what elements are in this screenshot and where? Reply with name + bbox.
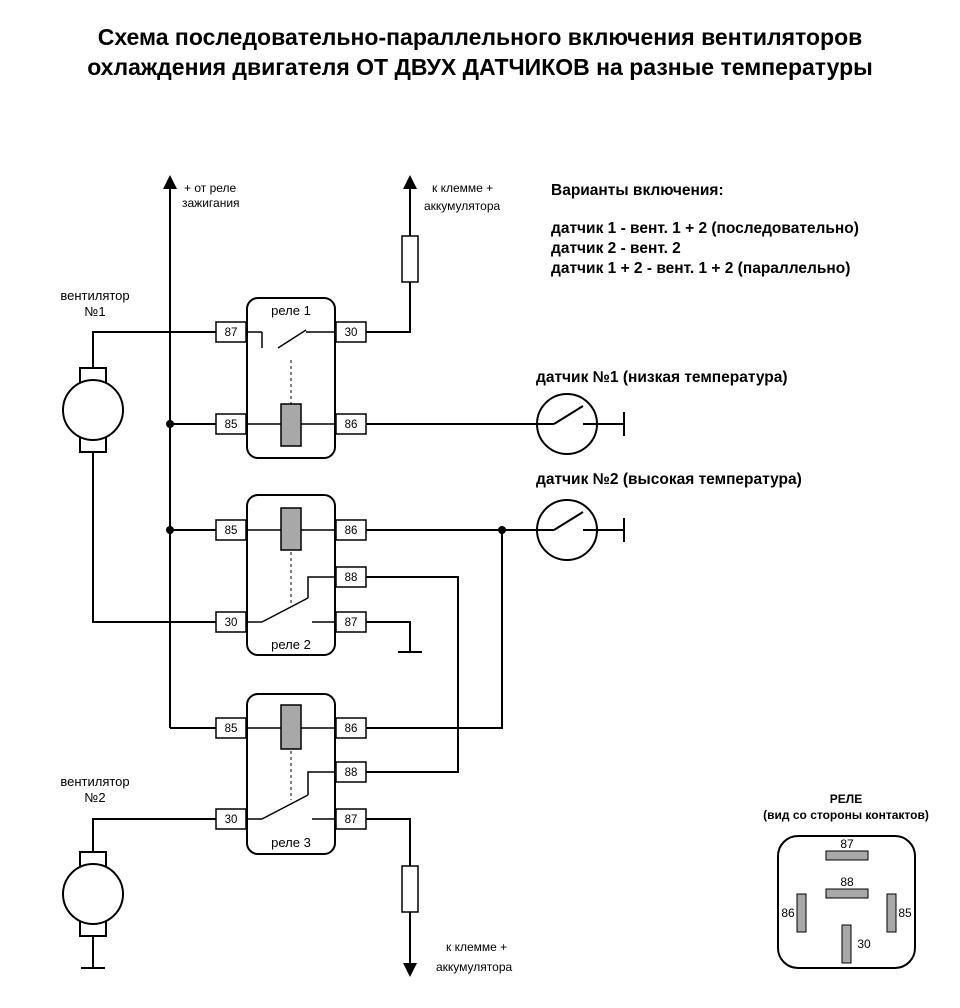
relay3-pin-85: 85 [225, 723, 238, 735]
fan2-motor-icon [62, 851, 124, 937]
relay-1: реле 1 87 30 85 86 [215, 297, 367, 459]
relay2-coil [280, 507, 302, 551]
pinout-slot-85 [886, 893, 897, 933]
pinout-body [777, 835, 916, 969]
wire-fan1-relay1-87 [92, 331, 216, 368]
junction-dot [166, 420, 174, 428]
relay3-pin-86: 86 [345, 723, 358, 735]
pinout-title: РЕЛЕ [830, 792, 862, 806]
relay-2: реле 2 85 86 88 30 87 [215, 494, 367, 656]
battery-top-label-line2: аккумулятора [424, 199, 501, 213]
pinout-label-87: 87 [840, 837, 854, 851]
relay2-pin-87: 87 [345, 617, 358, 629]
relay2-label: реле 2 [271, 637, 311, 652]
relay1-coil [280, 403, 302, 447]
fan1-label-line1: вентилятор [60, 288, 129, 303]
wires [81, 175, 625, 977]
relay1-pin-86: 86 [345, 419, 358, 431]
wire-relay1-30-fuse [366, 282, 411, 333]
relay3-pin-87: 87 [345, 814, 358, 826]
diagram-title: Схема последовательно-параллельного вклю… [0, 22, 960, 82]
relay2-pin-85: 85 [225, 525, 238, 537]
fuse-bottom-icon [401, 865, 419, 913]
fan2-label-line1: вентилятор [60, 774, 129, 789]
title-line-2: охлаждения двигателя ОТ ДВУХ ДАТЧИКОВ на… [87, 54, 873, 80]
pinout-subtitle: (вид со стороны контактов) [763, 808, 929, 822]
battery-top-label-line1: к клемме + [432, 181, 493, 195]
relay-3: реле 3 85 86 88 30 87 [215, 693, 367, 855]
relay3-label: реле 3 [271, 835, 311, 850]
wire-relay2-88-relay3-88 [366, 576, 459, 773]
pinout-label-88: 88 [840, 875, 854, 889]
fuse-top-icon [401, 235, 419, 283]
wire-relay3-86-sensor2 [366, 530, 503, 729]
battery-bottom-label-line1: к клемме + [446, 940, 507, 954]
junction-dot [166, 526, 174, 534]
wire-relay2-87-ground [366, 621, 411, 652]
variants-heading: Варианты включения: [551, 182, 724, 199]
fan1-label-line2: №1 [84, 304, 105, 319]
relay3-pin-88: 88 [345, 767, 358, 779]
pinout-slot-87 [825, 850, 869, 861]
ignition-label-line1: + от реле [184, 181, 237, 195]
relay1-label: реле 1 [271, 303, 311, 318]
variant-item: датчик 1 - вент. 1 + 2 (последовательно) [551, 220, 859, 237]
relay3-coil [280, 704, 302, 750]
sensor1-switch-icon [536, 393, 598, 455]
battery-bottom-label-line2: аккумулятора [436, 960, 513, 974]
pinout-label-85: 85 [898, 906, 912, 920]
pinout-slot-88 [825, 888, 869, 899]
junction-dot [498, 526, 506, 534]
sensor1-label: датчик №1 (низкая температура) [536, 369, 788, 386]
relay1-pin-30: 30 [345, 327, 358, 339]
pinout-slot-86 [796, 893, 807, 933]
fan1-motor-icon [62, 367, 124, 453]
ignition-label-line2: зажигания [182, 196, 240, 210]
fan2-label-line2: №2 [84, 790, 105, 805]
wire-fan2-relay3-30 [92, 818, 216, 852]
relay2-pin-86: 86 [345, 525, 358, 537]
pinout-label-30: 30 [857, 937, 871, 951]
wire-relay3-87-fuse [366, 818, 411, 866]
variant-item: датчик 1 + 2 - вент. 1 + 2 (параллельно) [551, 260, 850, 277]
pinout-slot-30 [841, 924, 852, 964]
title-line-1: Схема последовательно-параллельного вклю… [97, 24, 863, 50]
relay2-pin-30: 30 [225, 617, 238, 629]
relay1-pin-87: 87 [225, 327, 238, 339]
variant-item: датчик 2 - вент. 2 [551, 240, 681, 257]
wire-fan1-relay2-30 [92, 452, 216, 623]
sensor2-switch-icon [536, 499, 598, 561]
relay2-pin-88: 88 [345, 572, 358, 584]
relay1-pin-85: 85 [225, 419, 238, 431]
sensor2-label: датчик №2 (высокая температура) [536, 471, 802, 488]
relay3-pin-30: 30 [225, 814, 238, 826]
junctions [166, 420, 506, 534]
pinout-label-86: 86 [781, 906, 795, 920]
relay-pinout: РЕЛЕ (вид со стороны контактов) 87 88 86… [763, 792, 929, 969]
